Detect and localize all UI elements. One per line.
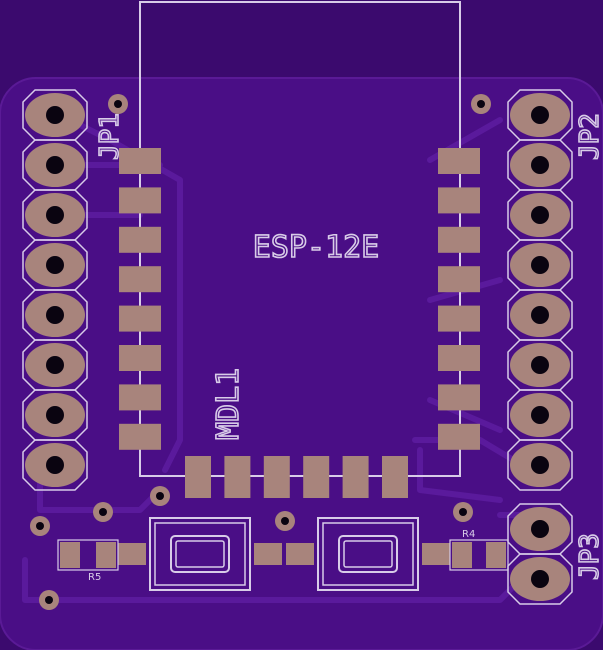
via [150,486,170,506]
module-bottom-pad [185,456,211,498]
jp2-pin [507,339,573,391]
module-left-pad [119,148,161,174]
button-right [286,517,450,591]
module-label: ESP-12E [253,230,379,265]
module-right-pad [438,423,480,450]
module-right-pad [438,266,480,293]
jp1-pin [22,389,88,441]
module-left-pads [119,148,161,450]
jp1-pin [22,139,88,191]
module-left-pad [119,305,161,332]
module-right-pad [438,187,480,214]
via [453,502,473,522]
vias [30,94,491,610]
module-right-pad [438,384,480,411]
module-left-pad [119,226,161,253]
module-bottom-pads [185,456,408,498]
module-left-pad [119,423,161,450]
module-bottom-pad [263,456,290,498]
jp3-label: JP3 [575,533,603,580]
via [108,94,128,114]
via [471,94,491,114]
jp1-pin [22,289,88,341]
resistor-r5 [57,539,119,571]
via [39,590,59,610]
jp2-pin [507,289,573,341]
r4-label: R4 [462,529,475,540]
module-left-pad [119,266,161,293]
jp2-pin [507,139,573,191]
module-left-pad [119,384,161,411]
button-left [118,517,282,591]
jp3-pin [507,503,573,555]
module-bottom-pad [342,456,369,498]
module-left-pad [119,345,161,371]
jp1-pin [22,89,88,141]
module-ref-label: MDL1 [211,368,246,440]
jp2-pin [507,439,573,491]
jp2-pin [507,89,573,141]
module-right-pad [438,148,480,174]
module-bottom-pad [382,456,408,498]
module-right-pad [438,226,480,253]
jp1-pin [22,439,88,491]
module-left-pad [119,187,161,214]
via [275,511,295,531]
r5-label: R5 [88,572,101,583]
jp2-label: JP2 [575,113,603,160]
jp2-header [507,89,573,491]
module-right-pads [438,148,480,450]
board-outline [0,77,603,650]
module-right-pad [438,305,480,332]
module-bottom-pad [303,456,330,498]
module-right-pad [438,345,480,371]
jp2-pin [507,389,573,441]
module-bottom-pad [224,456,251,498]
resistor-r4 [449,539,509,571]
via [30,516,50,536]
jp1-header [22,89,88,491]
jp3-pin [507,553,573,605]
via [93,502,113,522]
jp3-header [507,503,573,605]
